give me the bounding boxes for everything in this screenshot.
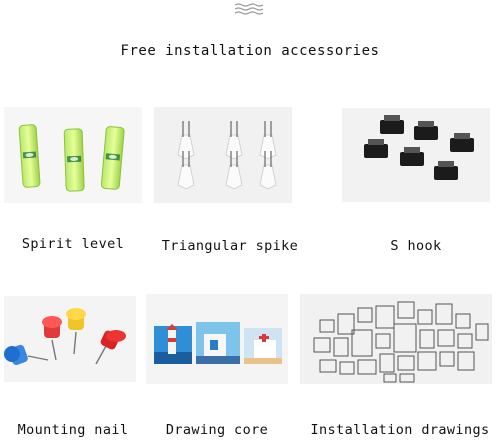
installation-drawings-card bbox=[300, 294, 492, 384]
s-hook-image bbox=[364, 115, 474, 180]
drawing-core-image bbox=[154, 322, 282, 364]
installation-drawings-image bbox=[313, 301, 489, 383]
installation-drawings-label: Installation drawings bbox=[310, 422, 490, 438]
s-hook-card bbox=[342, 108, 490, 202]
triangular-spike-card bbox=[154, 107, 292, 203]
wave-icon bbox=[234, 3, 264, 15]
drawing-core-label: Drawing core bbox=[165, 422, 269, 438]
page-title: Free installation accessories bbox=[120, 43, 380, 59]
spirit-level-card bbox=[4, 107, 142, 203]
triangular-spike-label: Triangular spike bbox=[161, 238, 299, 254]
s-hook-label: S hook bbox=[390, 238, 442, 254]
mounting-nail-label: Mounting nail bbox=[17, 422, 129, 438]
spirit-level-label: Spirit level bbox=[21, 236, 125, 252]
drawing-core-card bbox=[146, 294, 288, 384]
push-pin-image bbox=[4, 308, 126, 366]
spirit-level-image bbox=[18, 124, 125, 192]
mounting-nail-card bbox=[4, 296, 136, 382]
triangular-spike-image bbox=[177, 121, 277, 190]
